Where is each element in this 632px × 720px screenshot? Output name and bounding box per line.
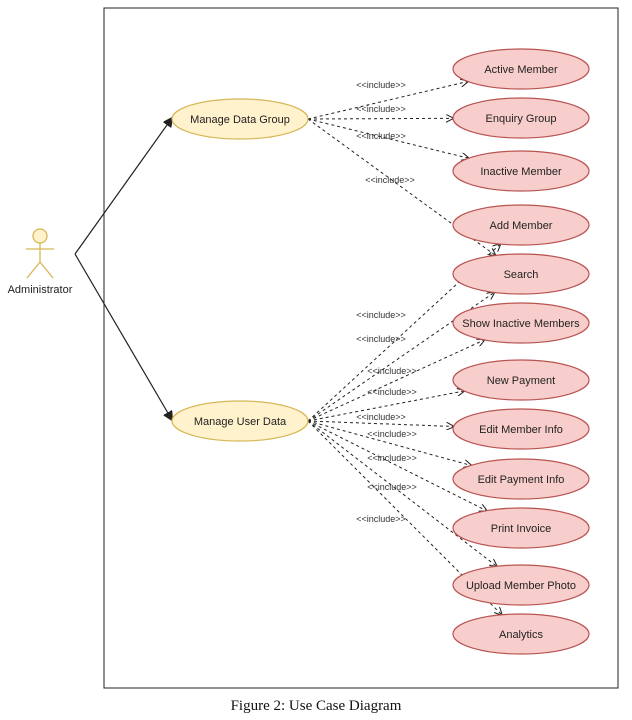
include-mdg-enquiry (307, 118, 453, 119)
include-label: <<include>> (367, 366, 417, 376)
use-case-search[interactable]: Search (452, 253, 590, 295)
actor-head (32, 228, 48, 244)
include-label: <<include>> (356, 80, 406, 90)
use-case-ellipse (452, 204, 590, 246)
use-case-ellipse (452, 408, 590, 450)
use-case-label: Upload Member Photo (466, 580, 576, 592)
include-label: <<include>> (365, 175, 415, 185)
use-case-manage-data-group[interactable]: Manage Data Group (171, 98, 309, 140)
include-mud-show-inactive (307, 340, 484, 422)
use-case-ellipse (452, 48, 590, 90)
use-case-add-member[interactable]: Add Member (452, 204, 590, 246)
use-case-label: Enquiry Group (486, 113, 557, 125)
actor-right-leg (39, 261, 54, 279)
administrator-actor[interactable]: Administrator (8, 228, 73, 296)
use-case-label: Edit Payment Info (478, 474, 565, 486)
use-case-label: Inactive Member (480, 166, 562, 178)
use-case-ellipse (452, 613, 590, 655)
use-case-ellipse (171, 98, 309, 140)
use-case-label: Manage User Data (194, 416, 287, 428)
include-mud-new-payment (307, 391, 464, 422)
use-case-enquiry-group[interactable]: Enquiry Group (452, 97, 590, 139)
use-case-label: Add Member (490, 220, 553, 232)
use-case-show-inactive-members[interactable]: Show Inactive Members (452, 302, 590, 344)
use-case-inactive-member[interactable]: Inactive Member (452, 150, 590, 192)
use-case-analytics[interactable]: Analytics (452, 613, 590, 655)
include-label: <<include>> (367, 387, 417, 397)
use-case-label: Search (504, 269, 539, 281)
use-case-label: New Payment (487, 375, 555, 387)
use-case-label: Edit Member Info (479, 424, 563, 436)
figure-caption: Figure 2: Use Case Diagram (230, 698, 402, 714)
include-mud-edit-payment (307, 420, 471, 465)
relations-layer: <<include>> <<include>> <<include>> <<inclu… (74, 80, 502, 615)
use-case-ellipse (171, 400, 309, 442)
use-case-edit-payment-info[interactable]: Edit Payment Info (452, 458, 590, 500)
use-case-label: Manage Data Group (190, 114, 290, 126)
association-administrator-mdg (74, 118, 172, 255)
include-label: <<include>> (356, 514, 406, 524)
use-case-ellipse (452, 302, 590, 344)
include-label: <<include>> (356, 131, 406, 141)
include-label: <<include>> (367, 482, 417, 492)
use-case-label: Analytics (499, 629, 544, 641)
include-label: <<include>> (356, 412, 406, 422)
use-case-ellipse (452, 359, 590, 401)
include-label: <<include>> (367, 429, 417, 439)
use-case-edit-member-info[interactable]: Edit Member Info (452, 408, 590, 450)
use-case-ellipse (452, 150, 590, 192)
use-case-label: Print Invoice (491, 523, 552, 535)
association-administrator-mud (74, 253, 172, 420)
use-case-manage-user-data[interactable]: Manage User Data (171, 400, 309, 442)
use-case-ellipse (452, 97, 590, 139)
use-case-ellipse (452, 564, 590, 606)
include-label: <<include>> (356, 310, 406, 320)
use-case-upload-member-photo[interactable]: Upload Member Photo (452, 564, 590, 606)
use-case-label: Active Member (484, 64, 558, 76)
use-case-label: Show Inactive Members (462, 318, 580, 330)
use-case-ellipse (452, 458, 590, 500)
actor-left-leg (26, 261, 41, 279)
use-case-print-invoice[interactable]: Print Invoice (452, 507, 590, 549)
include-label: <<include>> (367, 453, 417, 463)
include-mud-upload-photo (307, 420, 497, 566)
include-label: <<include>> (356, 104, 406, 114)
use-case-ellipse (452, 507, 590, 549)
use-case-active-member[interactable]: Active Member (452, 48, 590, 90)
use-case-ellipse (452, 253, 590, 295)
use-case-new-payment[interactable]: New Payment (452, 359, 590, 401)
system-boundary (103, 7, 619, 689)
include-mud-edit-member (307, 420, 454, 426)
include-label: <<include>> (356, 334, 406, 344)
actor-label: Administrator (8, 284, 73, 296)
